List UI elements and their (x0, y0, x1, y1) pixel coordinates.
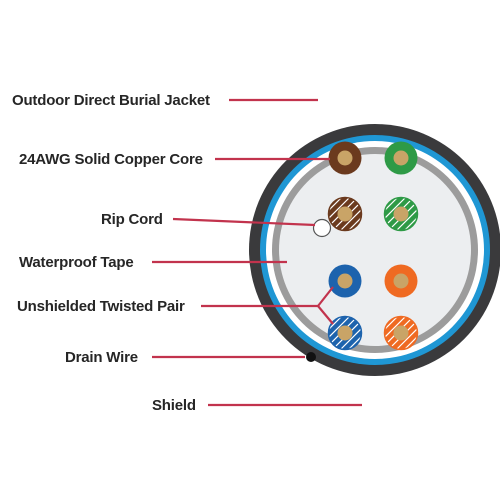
label-twisted-pair: Unshielded Twisted Pair (17, 298, 185, 315)
cable-filler (279, 154, 471, 346)
rip-cord-leader-line (172, 217, 316, 227)
label-shield: Shield (152, 397, 196, 414)
label-jacket: Outdoor Direct Burial Jacket (12, 92, 210, 109)
copper-core (393, 273, 409, 289)
blue-striped-conductor (327, 315, 363, 351)
brown-striped-conductor (327, 196, 363, 232)
blue-pair (327, 264, 363, 351)
label-rip-cord: Rip Cord (101, 211, 163, 228)
brown-pair (327, 141, 363, 232)
orange-striped-conductor (383, 315, 419, 351)
copper-core (393, 150, 409, 166)
green-pair (383, 141, 419, 232)
copper-core (337, 150, 353, 166)
twisted-pair-leader-branch-lower (317, 305, 334, 325)
rip-cord (312, 218, 332, 238)
twisted-pair-leader-branch-upper (317, 286, 334, 307)
green-striped-conductor (383, 196, 419, 232)
drain-wire (306, 352, 316, 362)
copper-core (337, 273, 353, 289)
label-drain-wire: Drain Wire (65, 349, 138, 366)
label-core: 24AWG Solid Copper Core (19, 151, 203, 168)
label-waterproof-tape: Waterproof Tape (19, 254, 134, 271)
orange-pair (383, 264, 419, 351)
